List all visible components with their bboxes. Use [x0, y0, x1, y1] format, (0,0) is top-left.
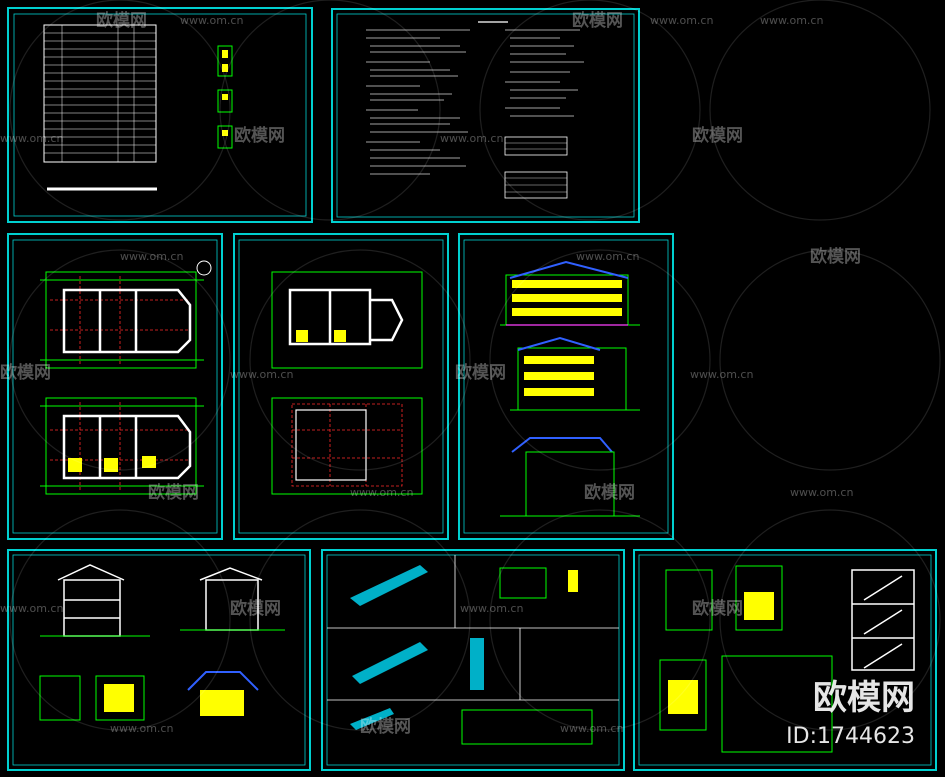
corner-brand-logo: 欧模网: [813, 678, 915, 718]
watermark-url: www.om.cn: [690, 368, 753, 381]
watermark-brand: 欧模网: [584, 482, 635, 503]
sheet-details[interactable]: [321, 549, 625, 771]
sheet-floor-plans-a[interactable]: [7, 233, 223, 540]
watermark-url: www.om.cn: [576, 250, 639, 263]
watermark-url: www.om.cn: [0, 132, 63, 145]
sheet-design-notes[interactable]: [331, 8, 640, 223]
sheet-drawing-index[interactable]: [7, 7, 313, 223]
sheet-sections[interactable]: [7, 549, 311, 771]
watermark-url: www.om.cn: [120, 250, 183, 263]
watermark-brand: 欧模网: [692, 125, 743, 146]
watermark-url: www.om.cn: [110, 722, 173, 735]
watermark-brand: 欧模网: [234, 125, 285, 146]
watermark-brand: 欧模网: [148, 482, 199, 503]
watermark-brand: 欧模网: [455, 362, 506, 383]
sheet-elevations[interactable]: [458, 233, 674, 540]
watermark-brand: 欧模网: [0, 362, 51, 383]
watermark-url: www.om.cn: [790, 486, 853, 499]
watermark-brand: 欧模网: [810, 246, 861, 267]
watermark-url: www.om.cn: [230, 368, 293, 381]
watermark-layer: 欧模网 欧模网 欧模网 欧模网 欧模网 欧模网 欧模网 欧模网 欧模网 欧模网 …: [0, 0, 941, 737]
watermark-url: www.om.cn: [460, 602, 523, 615]
watermark-url: www.om.cn: [0, 602, 63, 615]
watermark-url: www.om.cn: [650, 14, 713, 27]
watermark-url: www.om.cn: [760, 14, 823, 27]
watermark-url: www.om.cn: [180, 14, 243, 27]
watermark-brand: 欧模网: [572, 10, 623, 31]
watermark-brand: 欧模网: [692, 598, 743, 619]
corner-model-id: ID:1744623: [786, 724, 915, 749]
watermark-brand: 欧模网: [96, 10, 147, 31]
sheet-floor-plans-b[interactable]: [233, 233, 449, 540]
sheet-stair-details[interactable]: [633, 549, 937, 771]
watermark-brand: 欧模网: [360, 716, 411, 737]
watermark-url: www.om.cn: [350, 486, 413, 499]
watermark-url: www.om.cn: [440, 132, 503, 145]
watermark-brand: 欧模网: [230, 598, 281, 619]
watermark-url: www.om.cn: [560, 722, 623, 735]
